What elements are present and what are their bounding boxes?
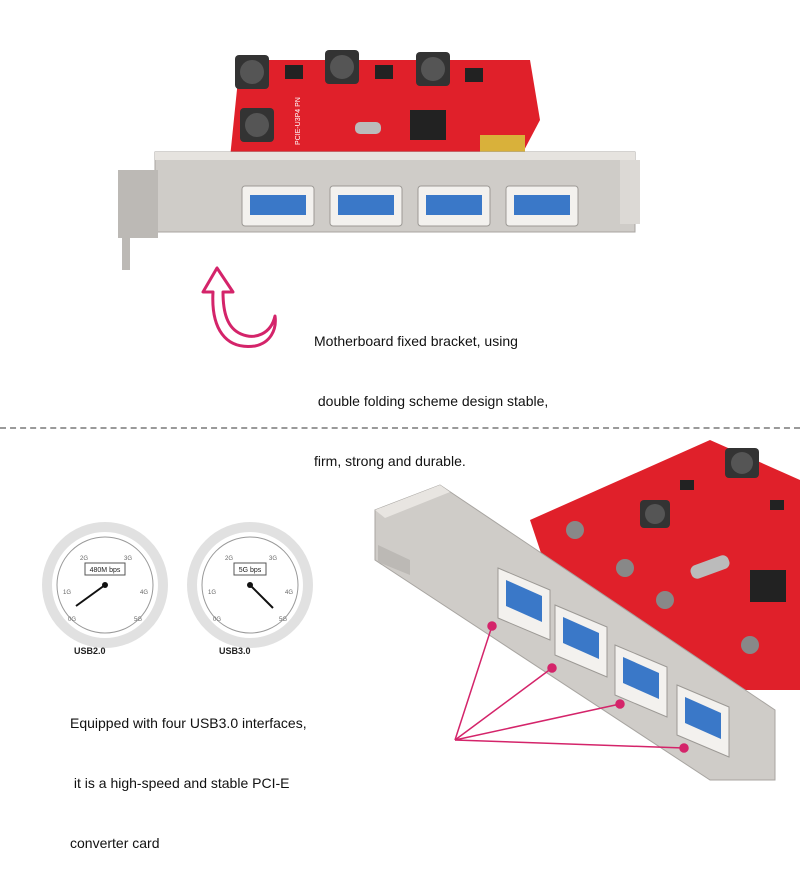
interfaces-caption-line: it is a high-speed and stable PCI-E (70, 775, 290, 791)
bracket-caption-line: firm, strong and durable. (314, 453, 466, 469)
usb2-speed-badge: 480M bps (90, 567, 121, 574)
pcb-board (230, 60, 540, 158)
interfaces-caption-line: Equipped with four USB3.0 interfaces, (70, 715, 307, 731)
interfaces-caption-line: converter card (70, 835, 160, 851)
bracket-caption: Motherboard fixed bracket, using double … (314, 291, 548, 491)
gauge-needle (75, 584, 106, 607)
board-components (566, 448, 786, 654)
gauge-tick: 5G (134, 617, 142, 623)
pcie-card-angled-photo (374, 440, 800, 781)
gauge-tick: 3G (124, 556, 132, 562)
gauge-needle (249, 584, 274, 609)
gauge-tick: 4G (140, 590, 148, 596)
usb2-label: USB2.0 (74, 646, 106, 656)
gauge-tick: 1G (63, 590, 71, 596)
usb3-speed-gauge: 5G bps 0G 1G 2G 3G 4G 5G USB3.0 (187, 522, 313, 656)
usb3-label: USB3.0 (219, 646, 251, 656)
silkscreen-text: PCIE-U3P4 PN (295, 97, 302, 145)
gauge-tick: 3G (269, 556, 277, 562)
pcie-card-top-photo: PCIE-U3P4 PN (118, 50, 640, 270)
gauge-tick: 5G (279, 617, 287, 623)
curved-arrow-icon (201, 266, 277, 348)
gauge-tick: 4G (285, 590, 293, 596)
usb2-speed-gauge: 480M bps 0G 1G 2G 3G 4G 5G USB2.0 (42, 522, 168, 656)
gauge-tick: 1G (208, 590, 216, 596)
section-divider (0, 427, 800, 429)
ic-chips (285, 65, 483, 140)
usb3-speed-badge: 5G bps (239, 567, 262, 574)
usb-ports (241, 185, 579, 227)
port-callout-lines (454, 621, 689, 753)
bracket-caption-line: double folding scheme design stable, (314, 393, 549, 409)
gauge-tick: 0G (68, 617, 76, 623)
inductor-components (235, 50, 450, 142)
gauge-tick: 2G (225, 556, 233, 562)
gauge-tick: 0G (213, 617, 221, 623)
bracket-caption-line: Motherboard fixed bracket, using (314, 333, 518, 349)
gauge-tick: 2G (80, 556, 88, 562)
interfaces-caption: Equipped with four USB3.0 interfaces, it… (70, 673, 307, 873)
usb-ports (497, 567, 730, 758)
